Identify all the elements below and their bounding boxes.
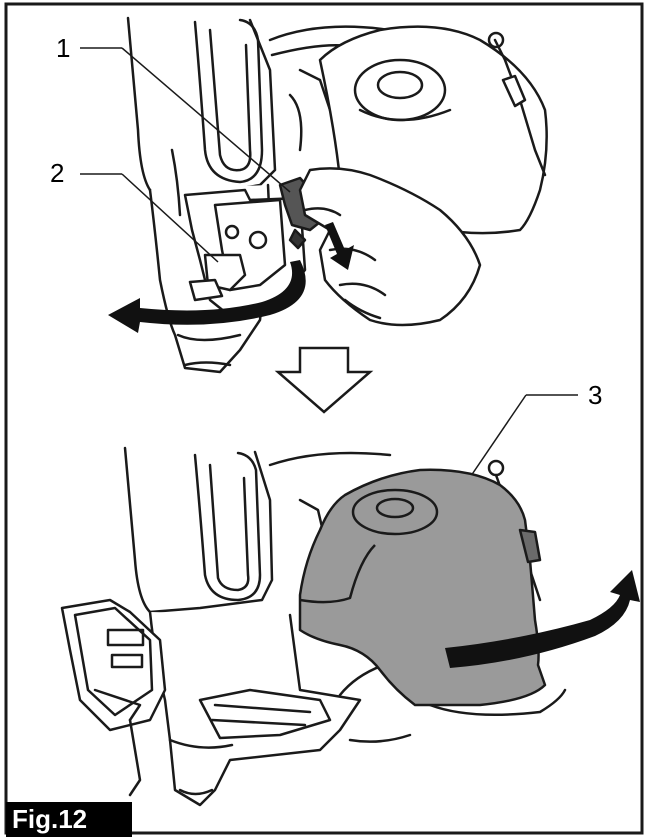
- callout-3: 3: [588, 380, 603, 410]
- nailer-bottom-view: [60, 446, 567, 807]
- release-arrows: [108, 222, 354, 333]
- figure-label: Fig.12: [6, 802, 132, 837]
- removal-arrow: [445, 570, 640, 668]
- callout-1: 1: [56, 33, 71, 63]
- callout-2: 2: [50, 158, 65, 188]
- step-arrow: [274, 346, 374, 414]
- magazine: [298, 468, 547, 707]
- nailer-top-view: [126, 16, 548, 374]
- figure-frame: [4, 2, 644, 835]
